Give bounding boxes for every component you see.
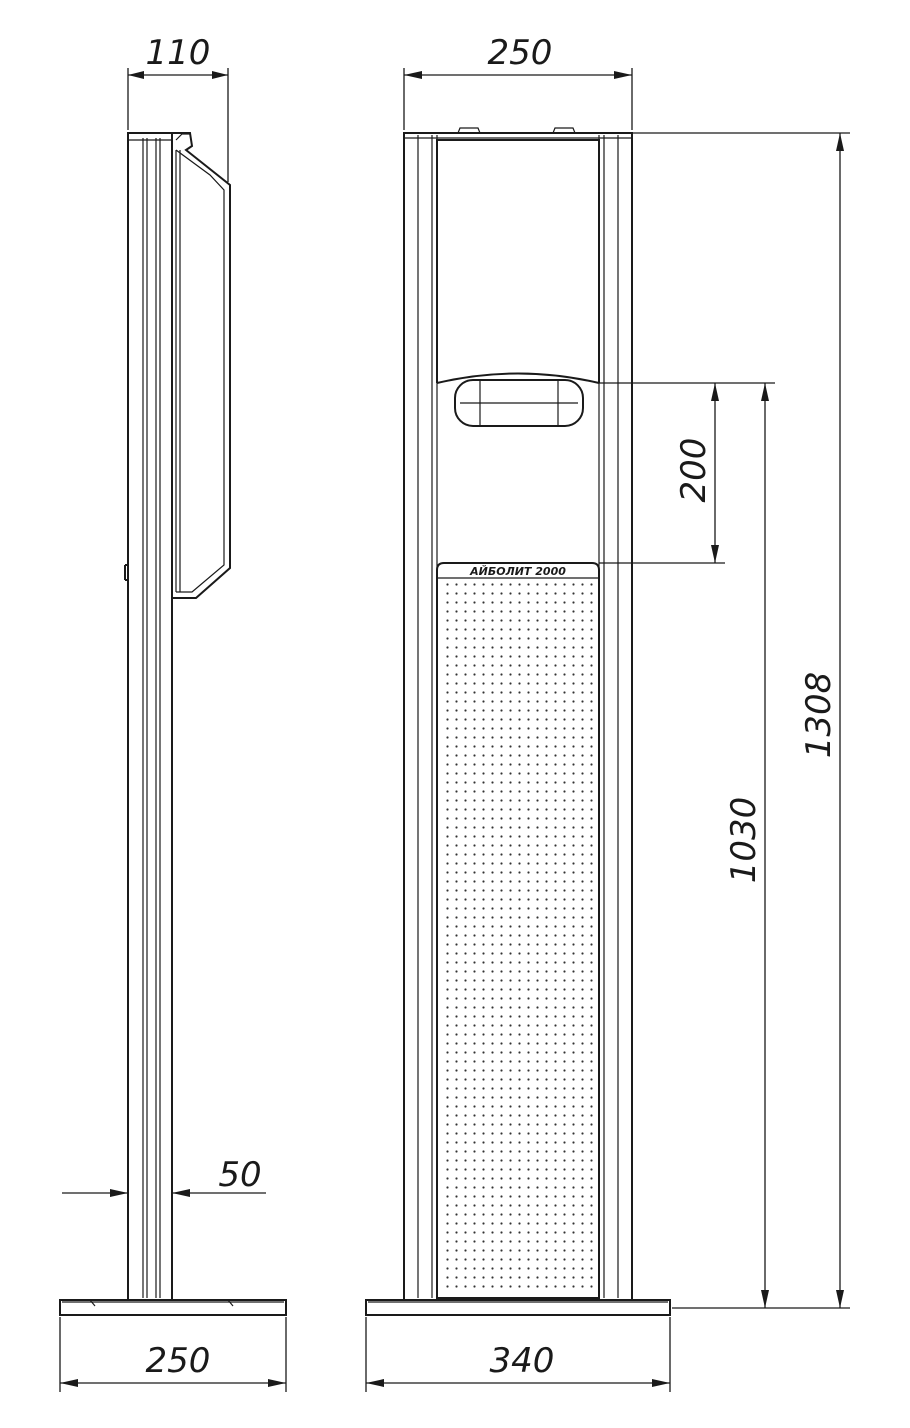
side-base <box>59 1299 287 1316</box>
front-base <box>365 1299 671 1316</box>
top-latch <box>552 127 576 134</box>
dimension-label-200: 200 <box>674 438 714 503</box>
perforated-panel <box>436 562 600 1299</box>
dispenser-housing <box>436 139 600 383</box>
perforation-pattern <box>441 582 595 1294</box>
dispenser-bottom-curve <box>436 372 600 384</box>
side-top-latch <box>175 133 190 141</box>
brand-label: АЙБОЛИТ 2000 <box>469 565 566 578</box>
dimension-label-1030: 1030 <box>724 797 764 884</box>
dimension-label-110: 110 <box>146 33 211 73</box>
dimension-dispenser-gap: 200 <box>599 382 775 564</box>
dimension-label-340: 340 <box>490 1341 555 1381</box>
dimension-post-thickness: 50 <box>62 1155 266 1197</box>
dimension-label-1308: 1308 <box>799 672 839 759</box>
dimension-pedestal-height: 1030 <box>724 383 769 1308</box>
side-base-foot <box>89 1299 96 1307</box>
front-view: АЙБОЛИТ 2000 <box>365 127 671 1316</box>
nozzle-window <box>454 379 584 427</box>
dimension-side-base: 250 <box>59 1317 287 1392</box>
side-view <box>59 132 287 1316</box>
side-dispenser-inner <box>175 149 225 593</box>
dimension-side-depth: 110 <box>127 33 229 182</box>
side-base-foot <box>227 1299 234 1307</box>
dimension-label-50: 50 <box>218 1155 261 1195</box>
dimension-label-250-front: 250 <box>488 33 553 73</box>
side-dispenser-body <box>172 132 231 599</box>
dimension-label-250-base: 250 <box>146 1341 211 1381</box>
dimension-front-width: 250 <box>403 33 633 130</box>
side-post <box>127 132 173 1301</box>
top-latch <box>457 127 481 134</box>
dimension-total-height: 1308 <box>632 132 850 1309</box>
dimension-front-base: 340 <box>365 1317 671 1392</box>
